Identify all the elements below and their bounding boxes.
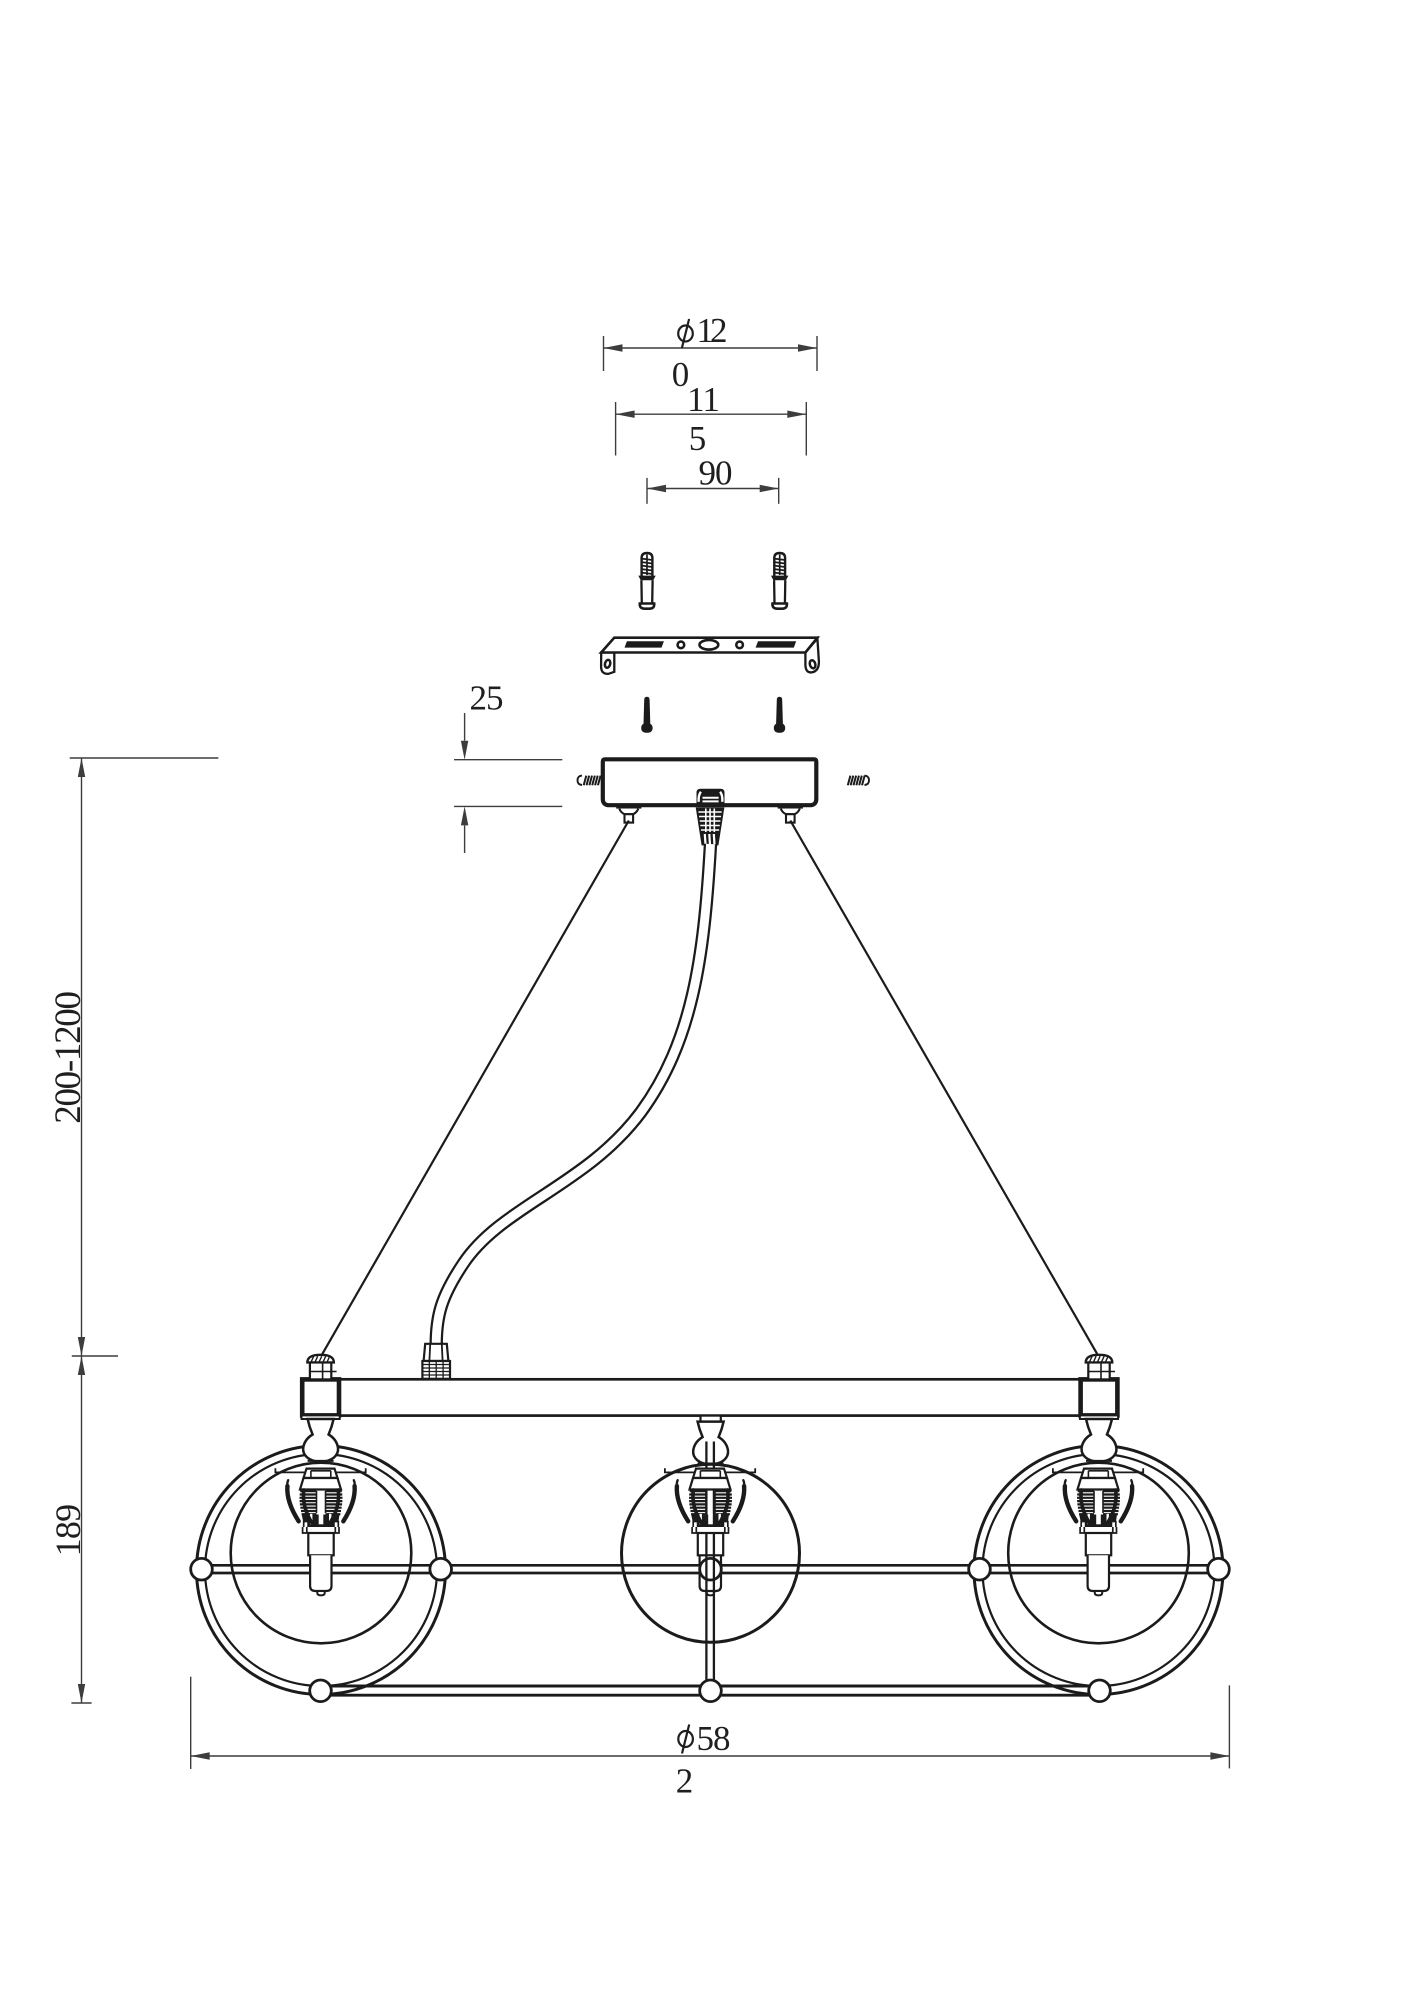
svg-text:11: 11 bbox=[687, 380, 719, 419]
svg-text:2: 2 bbox=[676, 1762, 693, 1801]
svg-text:189: 189 bbox=[48, 1505, 88, 1557]
svg-text:5: 5 bbox=[689, 419, 706, 458]
svg-text:90: 90 bbox=[699, 454, 733, 493]
svg-text:0: 0 bbox=[672, 355, 689, 394]
svg-text:200-1200: 200-1200 bbox=[48, 991, 89, 1123]
svg-text:12: 12 bbox=[697, 311, 727, 350]
svg-text:58: 58 bbox=[697, 1719, 731, 1758]
svg-text:25: 25 bbox=[470, 679, 504, 718]
